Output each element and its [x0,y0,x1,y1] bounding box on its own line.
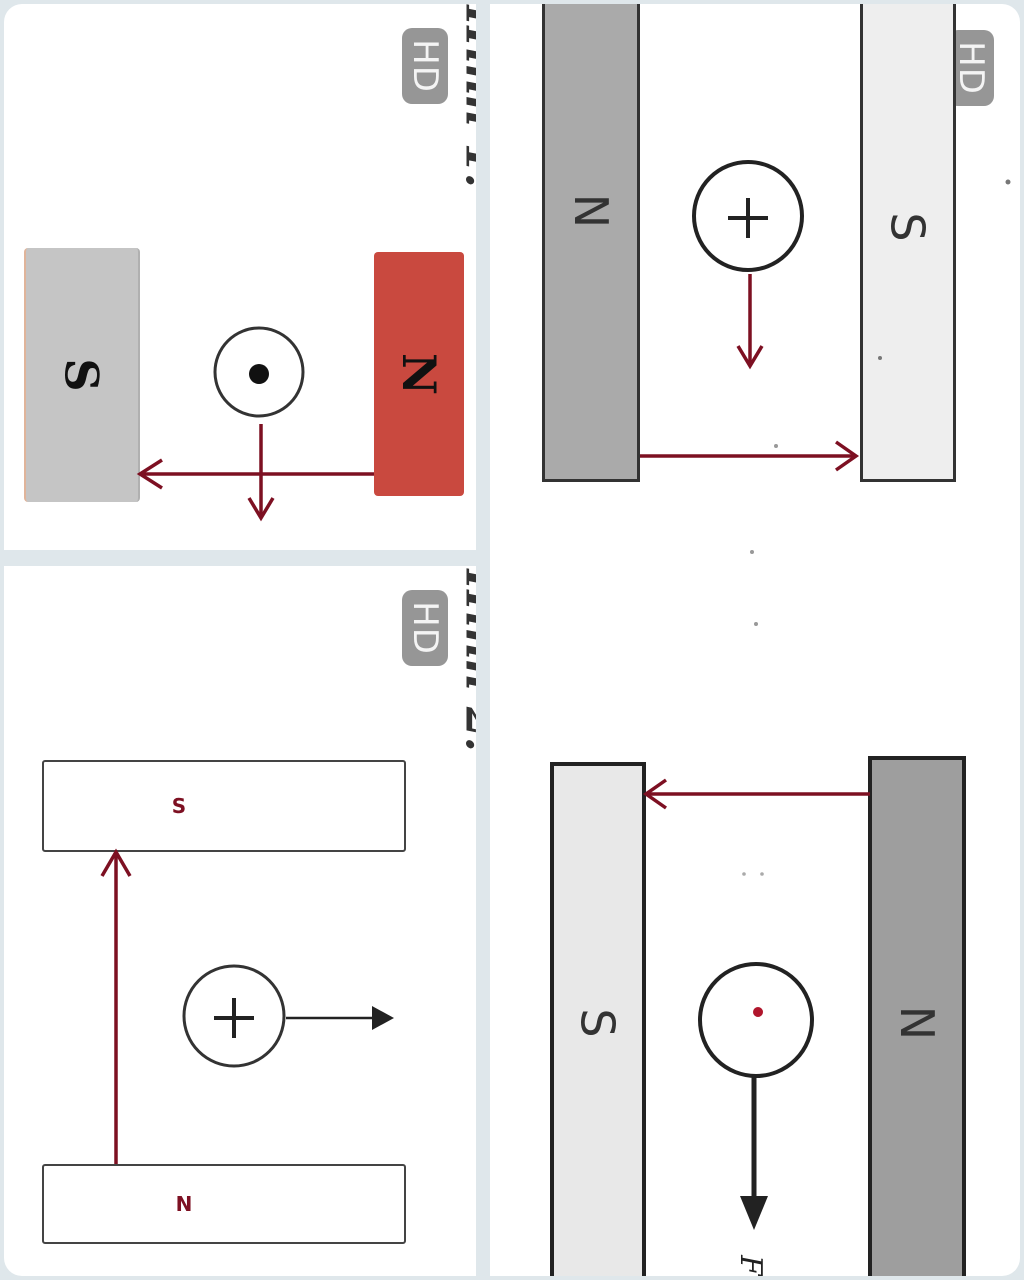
field-line-arrowhead [100,848,132,877]
magnet-south-label: S [171,794,187,818]
lower-current-dot [753,1007,763,1017]
lower-field-arrowhead [642,778,668,810]
magnet-south: S [24,248,140,502]
lower-magnet-north: N [868,756,966,1276]
current-dot [249,364,269,384]
magnet-north-label: N [175,1192,193,1216]
hd-badge[interactable]: HD [402,28,448,104]
lower-force-arrowhead [740,1196,768,1230]
force-arrowhead [247,497,275,522]
magnet-north: N [42,1164,406,1244]
field-line-arrowhead [136,458,163,490]
upper-magnet-north: N [542,4,640,482]
figure-3-drawing [640,160,1011,1230]
figure-3-panel: HD N S S N F [490,4,1020,1276]
force-arrowhead [372,1006,394,1030]
force-label: F [266,548,280,550]
figure-1-panel: Hình 1: HD S N F [4,4,476,550]
upper-field-arrowhead [834,440,860,472]
upper-magnet-south: S [860,4,956,482]
lower-force-label: F [732,1255,768,1276]
magnet-south: S [42,760,406,852]
lower-magnet-south: S [550,762,646,1276]
figure-1-drawing [136,326,374,522]
lower-current-out-of-page-symbol [698,962,814,1078]
figure-2-drawing [100,848,394,1164]
upper-force-arrowhead [736,345,764,370]
magnet-north: N [374,252,464,496]
figure-2-panel: Hình 2: HD S N [4,566,476,1276]
hd-badge[interactable]: HD [402,590,448,666]
